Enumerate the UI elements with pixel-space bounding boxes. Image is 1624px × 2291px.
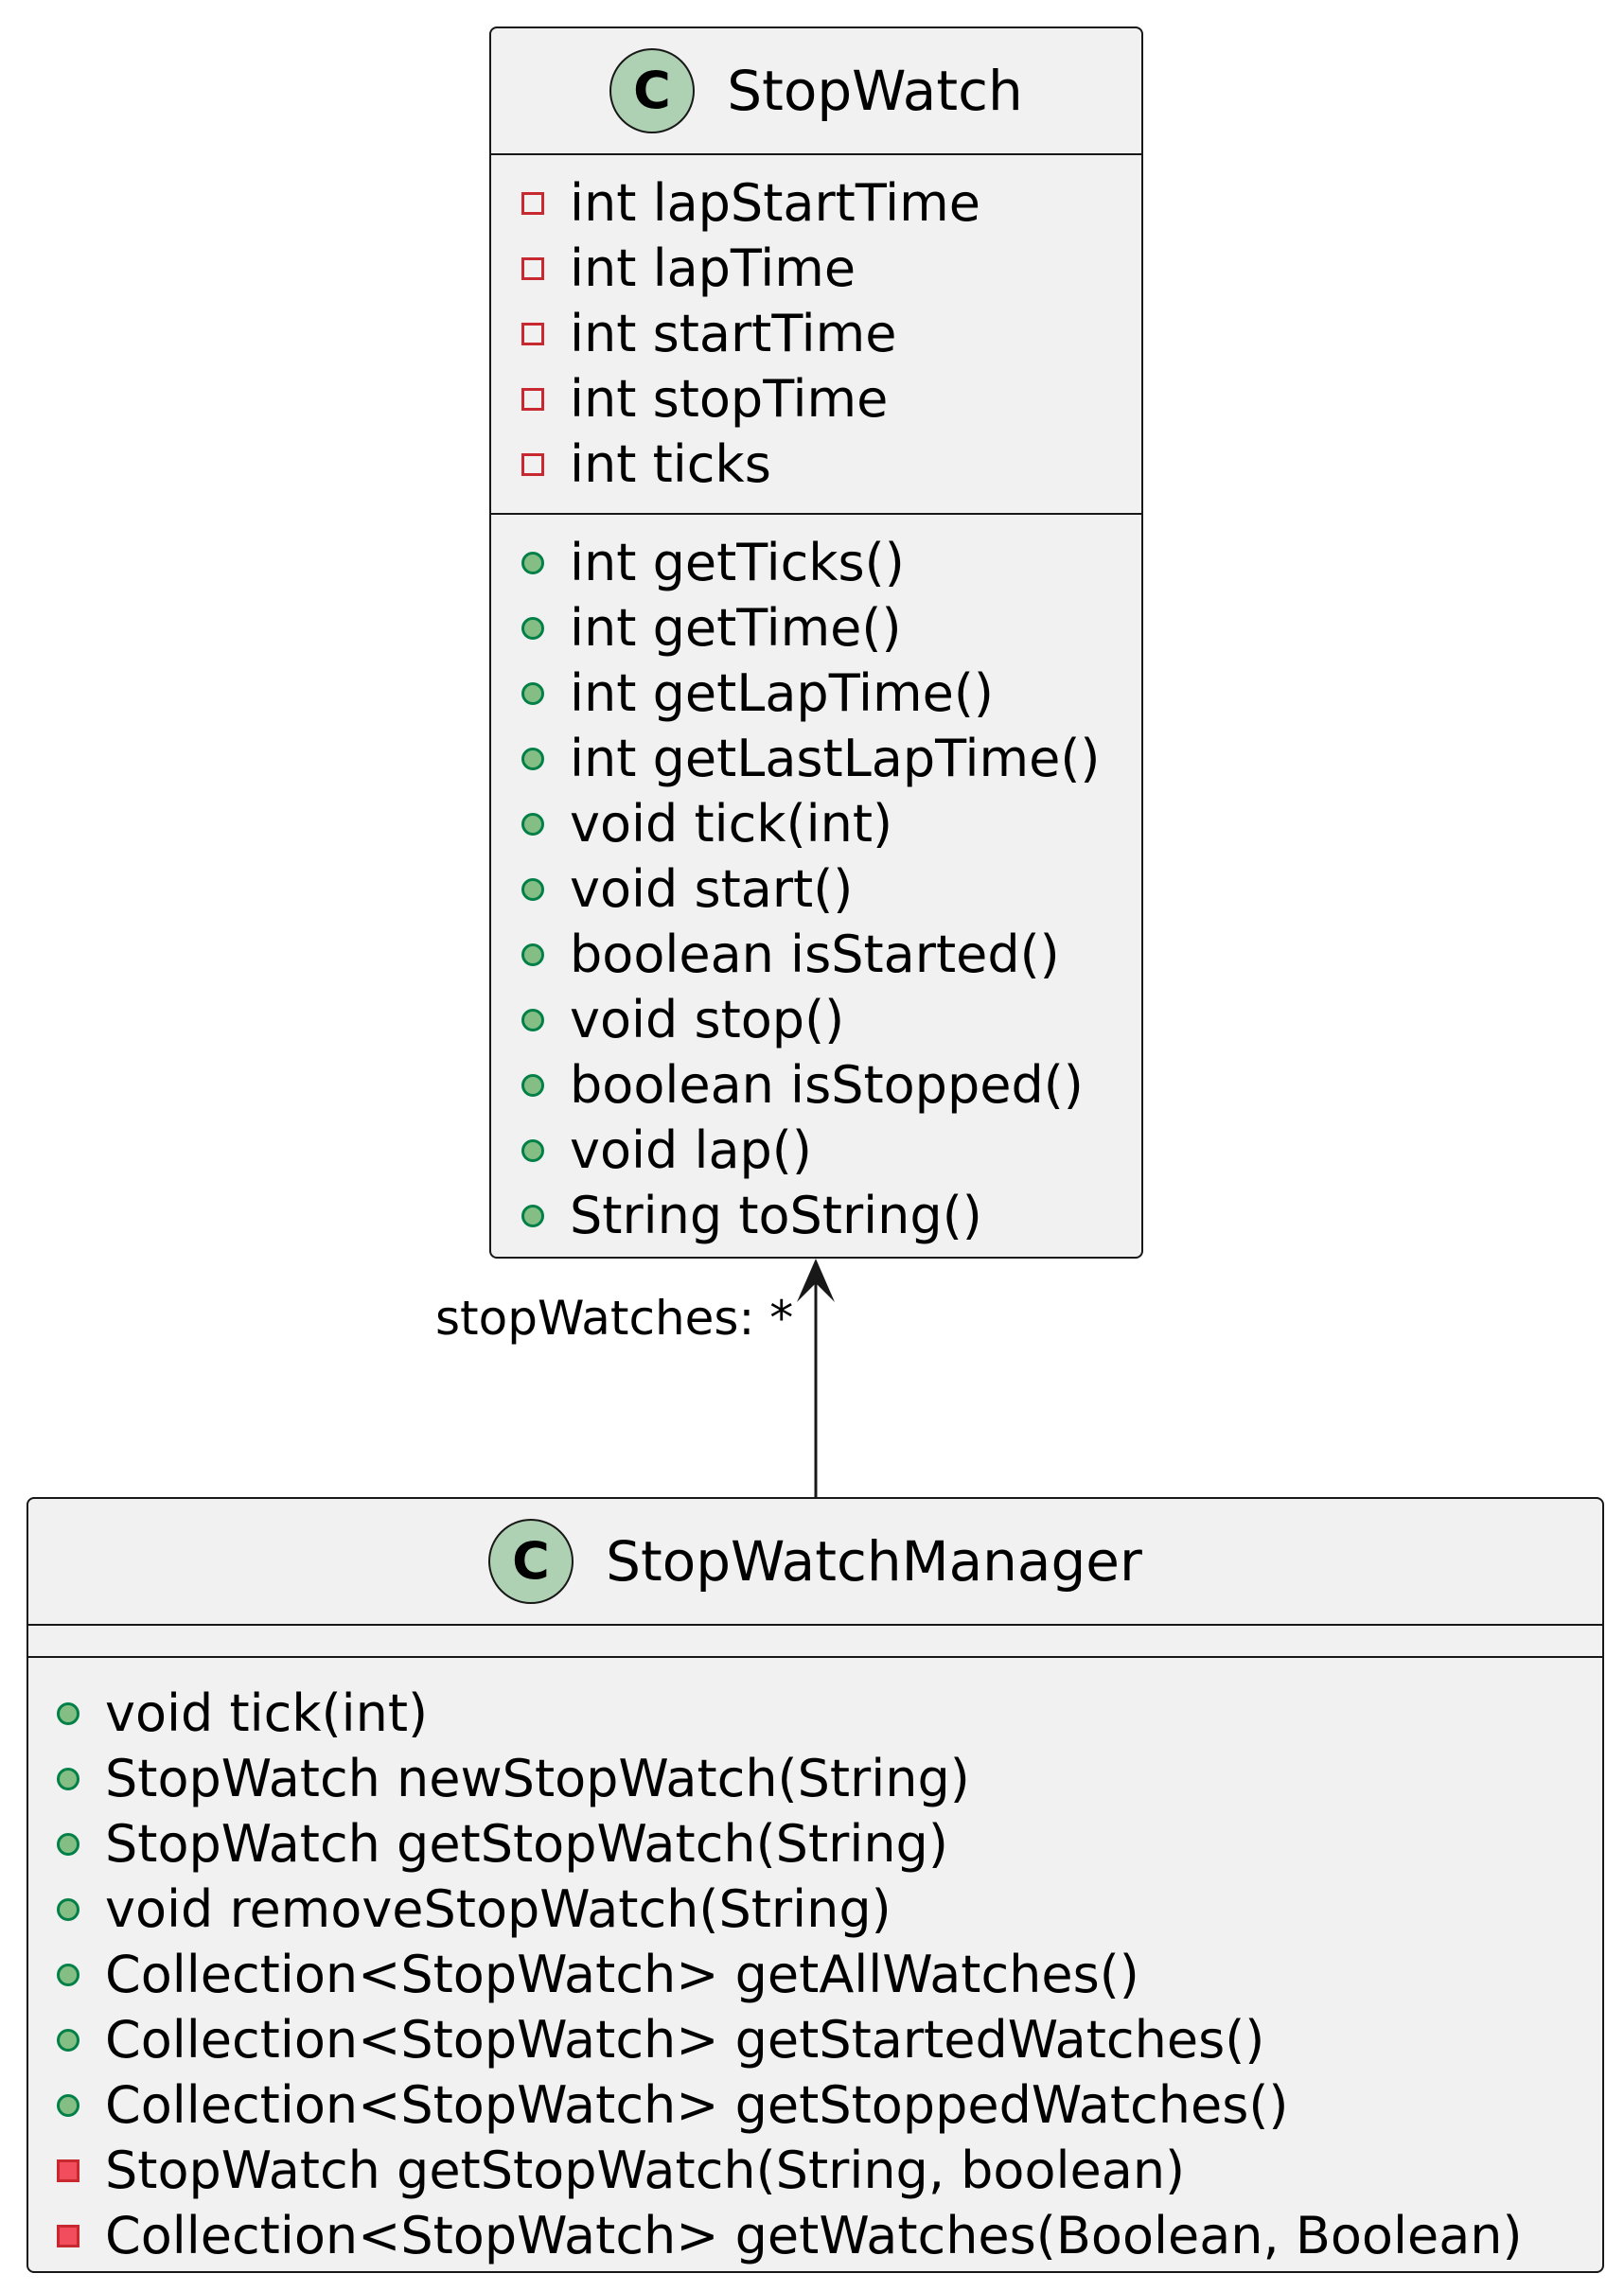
method-item: StopWatch getStopWatch(String, boolean): [28, 2138, 1602, 2203]
class-stopwatchmanager[interactable]: C StopWatchManager void tick(int) StopWa…: [26, 1497, 1604, 2273]
field-item: int lapTime: [491, 236, 1141, 301]
public-method-icon: [57, 1832, 79, 1856]
method-item: Collection<StopWatch> getAllWatches(): [28, 1942, 1602, 2007]
public-method-icon: [521, 747, 544, 770]
private-field-icon: [521, 256, 544, 280]
method-text: int getTime(): [570, 597, 902, 658]
field-text: int stopTime: [570, 368, 889, 429]
field-item: int ticks: [491, 432, 1141, 497]
class-badge-letter: C: [512, 1533, 550, 1590]
field-text: int lapTime: [570, 238, 856, 298]
public-method-icon: [521, 1008, 544, 1031]
method-item: void tick(int): [491, 791, 1141, 856]
method-text: void lap(): [570, 1119, 812, 1180]
public-method-icon: [57, 1963, 79, 1986]
public-method-icon: [521, 551, 544, 574]
class-c-icon: C: [512, 1533, 550, 1590]
class-badge-letter: C: [633, 62, 671, 119]
method-text: void tick(int): [105, 1683, 429, 1743]
class-name: StopWatchManager: [606, 1529, 1142, 1594]
class-badge-icon: C: [609, 48, 696, 133]
private-method-icon: [57, 2224, 79, 2247]
method-item: int getTicks(): [491, 530, 1141, 595]
method-text: void removeStopWatch(String): [105, 1878, 891, 1939]
method-item: boolean isStopped(): [491, 1052, 1141, 1118]
method-text: Collection<StopWatch> getStoppedWatches(…: [105, 2074, 1289, 2135]
public-method-icon: [57, 2093, 79, 2117]
public-method-icon: [521, 616, 544, 640]
method-item: String toString(): [491, 1183, 1141, 1248]
class-stopwatch[interactable]: C StopWatch int lapStartTime int lapTime…: [489, 26, 1143, 1259]
method-text: Collection<StopWatch> getStartedWatches(…: [105, 2009, 1265, 2070]
private-field-icon: [521, 322, 544, 345]
methods-section: void tick(int) StopWatch newStopWatch(St…: [28, 1658, 1602, 2268]
method-item: Collection<StopWatch> getStoppedWatches(…: [28, 2072, 1602, 2138]
method-text: boolean isStopped(): [570, 1054, 1084, 1115]
field-text: int lapStartTime: [570, 172, 981, 233]
public-method-icon: [521, 1138, 544, 1162]
method-text: void start(): [570, 858, 854, 919]
public-method-icon: [521, 877, 544, 901]
public-method-icon: [521, 681, 544, 705]
class-name: StopWatch: [727, 59, 1023, 123]
method-text: int getLastLapTime(): [570, 728, 1101, 788]
method-text: Collection<StopWatch> getAllWatches(): [105, 1944, 1139, 2004]
field-item: int stopTime: [491, 366, 1141, 432]
method-text: void tick(int): [570, 793, 893, 854]
method-text: boolean isStarted(): [570, 924, 1060, 984]
class-badge-icon: C: [488, 1519, 574, 1604]
field-text: int ticks: [570, 433, 771, 494]
public-method-icon: [57, 2028, 79, 2052]
private-field-icon: [521, 387, 544, 411]
method-item: void stop(): [491, 987, 1141, 1052]
method-item: int getTime(): [491, 595, 1141, 661]
fields-section: [28, 1626, 1602, 1658]
method-text: Collection<StopWatch> getWatches(Boolean…: [105, 2205, 1523, 2265]
method-text: int getLapTime(): [570, 662, 994, 723]
method-item: int getLastLapTime(): [491, 726, 1141, 791]
association-arrowhead: [797, 1259, 835, 1302]
field-text: int startTime: [570, 303, 897, 363]
method-text: StopWatch getStopWatch(String): [105, 1813, 948, 1874]
method-item: Collection<StopWatch> getStartedWatches(…: [28, 2007, 1602, 2072]
public-method-icon: [521, 1204, 544, 1227]
method-text: void stop(): [570, 989, 845, 1049]
fields-section: int lapStartTime int lapTime int startTi…: [491, 155, 1141, 515]
method-text: int getTicks(): [570, 532, 905, 592]
class-header: C StopWatch: [491, 28, 1141, 155]
method-item: StopWatch newStopWatch(String): [28, 1746, 1602, 1811]
private-method-icon: [57, 2159, 79, 2182]
public-method-icon: [521, 943, 544, 966]
class-c-icon: C: [633, 62, 671, 119]
public-method-icon: [57, 1897, 79, 1921]
method-item: void start(): [491, 856, 1141, 922]
private-field-icon: [521, 452, 544, 476]
association-label: stopWatches: *: [435, 1291, 794, 1346]
field-item: int startTime: [491, 301, 1141, 366]
class-header: C StopWatchManager: [28, 1499, 1602, 1626]
method-text: String toString(): [570, 1185, 982, 1245]
method-item: boolean isStarted(): [491, 922, 1141, 987]
method-item: StopWatch getStopWatch(String): [28, 1811, 1602, 1877]
method-text: StopWatch getStopWatch(String, boolean): [105, 2140, 1186, 2200]
method-item: void lap(): [491, 1118, 1141, 1183]
methods-section: int getTicks() int getTime() int getLapT…: [491, 515, 1141, 1248]
method-item: void removeStopWatch(String): [28, 1877, 1602, 1942]
public-method-icon: [57, 1767, 79, 1790]
public-method-icon: [57, 1701, 79, 1725]
private-field-icon: [521, 191, 544, 215]
public-method-icon: [521, 1073, 544, 1097]
method-item: Collection<StopWatch> getWatches(Boolean…: [28, 2203, 1602, 2268]
field-item: int lapStartTime: [491, 170, 1141, 236]
method-text: StopWatch newStopWatch(String): [105, 1748, 970, 1808]
method-item: int getLapTime(): [491, 661, 1141, 726]
method-item: void tick(int): [28, 1681, 1602, 1746]
public-method-icon: [521, 812, 544, 836]
